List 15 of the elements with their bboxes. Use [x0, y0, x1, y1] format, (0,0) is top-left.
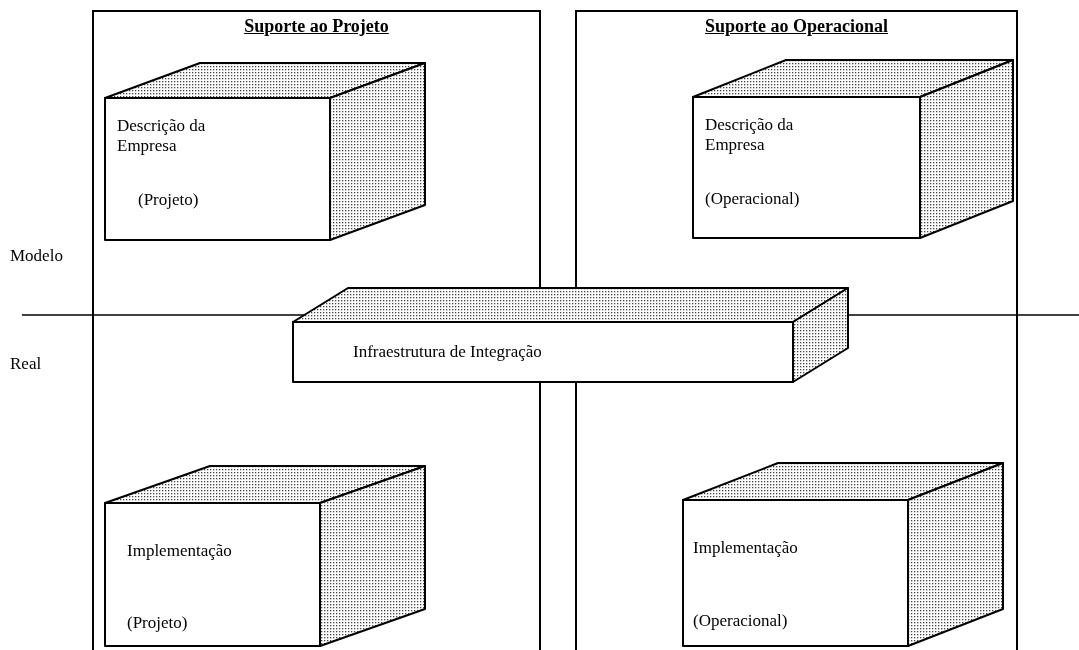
box-subtitle: (Projeto) [138, 190, 200, 210]
row-label: Modelo [10, 246, 63, 266]
box-title: Implementação [127, 541, 233, 561]
box-title: Infraestrutura de Integração [353, 342, 543, 362]
panel-frame [92, 10, 541, 650]
box-subtitle: (Projeto) [127, 613, 189, 633]
box-title: Descrição da Empresa [117, 116, 207, 156]
box-subtitle: (Operacional) [705, 189, 801, 209]
panel-heading: Suporte ao Projeto [244, 16, 389, 37]
row-label: Real [10, 354, 42, 374]
panel-frame [575, 10, 1018, 650]
box-title: Descrição da Empresa [705, 115, 795, 155]
panel-heading: Suporte ao Operacional [705, 16, 888, 37]
box-title: Implementação [693, 538, 799, 558]
box-subtitle: (Operacional) [693, 611, 789, 631]
